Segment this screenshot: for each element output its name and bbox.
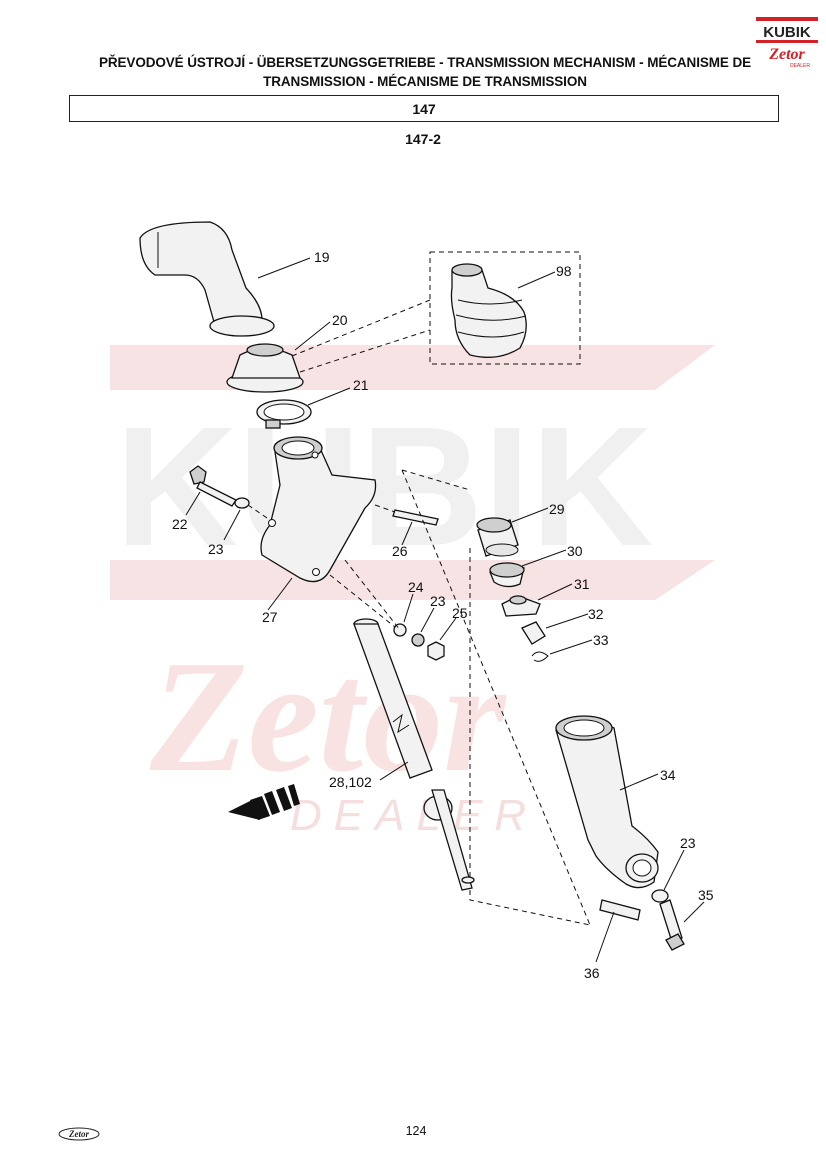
- washer-part-23a: [234, 497, 250, 509]
- bushing-part-32: [521, 621, 546, 645]
- callout-98: 98: [556, 263, 572, 279]
- callout-20: 20: [332, 312, 348, 328]
- hose-clamp-part: [256, 399, 312, 429]
- logo-kubik-text: KUBIK: [763, 24, 811, 41]
- callout-29: 29: [549, 501, 565, 517]
- seat-part-31: [501, 595, 541, 617]
- title-line-1: PŘEVODOVÉ ÚSTROJÍ - ÜBERSETZUNGSGETRIEBE…: [98, 55, 752, 70]
- pin-part-26: [392, 509, 439, 526]
- rubber-cap-part: [226, 343, 304, 393]
- washer-part-23b: [411, 633, 425, 647]
- boot-part: [450, 263, 527, 358]
- cup-part-30: [489, 562, 525, 588]
- section-number: 147: [412, 100, 436, 117]
- callout-21: 21: [353, 377, 369, 393]
- callout-22: 22: [172, 516, 188, 532]
- callout-23c: 23: [680, 835, 696, 851]
- key-part-36: [599, 899, 641, 921]
- callout-26: 26: [392, 543, 408, 559]
- callout-23b: 23: [430, 593, 446, 609]
- bushing-part-29: [476, 517, 519, 557]
- watermark-text-3: DEALER: [290, 791, 538, 840]
- callout-35: 35: [698, 887, 714, 903]
- page-number: 124: [405, 1124, 427, 1138]
- footer-zetor-logo: Zetor: [58, 1127, 100, 1141]
- callout-31: 31: [574, 576, 590, 592]
- clip-part-33: [531, 651, 549, 662]
- title-line-2: TRANSMISSION - MÉCANISME DE TRANSMISSION: [263, 74, 587, 89]
- logo-zetor-text: Zetor: [768, 46, 805, 63]
- washer-part-23c: [651, 889, 669, 903]
- bolt-part-22: [189, 465, 237, 507]
- figure-number: 147-2: [405, 131, 441, 147]
- callout-32: 32: [588, 606, 604, 622]
- callout-27: 27: [262, 609, 278, 625]
- callout-28-102: 28,102: [329, 774, 372, 790]
- callout-36: 36: [584, 965, 600, 981]
- washer-part-24: [393, 623, 407, 637]
- shaft-part: [353, 618, 475, 891]
- callout-30: 30: [567, 543, 583, 559]
- section-number-box: 147: [69, 95, 779, 122]
- watermark-text-2: Zetor: [149, 627, 507, 805]
- lever-housing-part: [260, 436, 377, 583]
- bolt-part-35: [659, 899, 685, 951]
- logo-dealer-text: DEALER: [790, 63, 810, 69]
- footer-logo-text: Zetor: [68, 1129, 89, 1139]
- kubik-zetor-logo: KUBIK Zetor DEALER: [756, 17, 818, 69]
- callout-19: 19: [314, 249, 330, 265]
- direction-arrow-icon: [228, 784, 300, 820]
- callout-34: 34: [660, 767, 676, 783]
- callout-25: 25: [452, 605, 468, 621]
- nut-part-25: [427, 641, 445, 661]
- callout-23a: 23: [208, 541, 224, 557]
- page-title: PŘEVODOVÉ ÚSTROJÍ - ÜBERSETZUNGSGETRIEBE…: [60, 53, 790, 91]
- callout-24: 24: [408, 579, 424, 595]
- lower-lever-part: [555, 715, 659, 889]
- gear-knob-part: [139, 221, 275, 337]
- callout-33: 33: [593, 632, 609, 648]
